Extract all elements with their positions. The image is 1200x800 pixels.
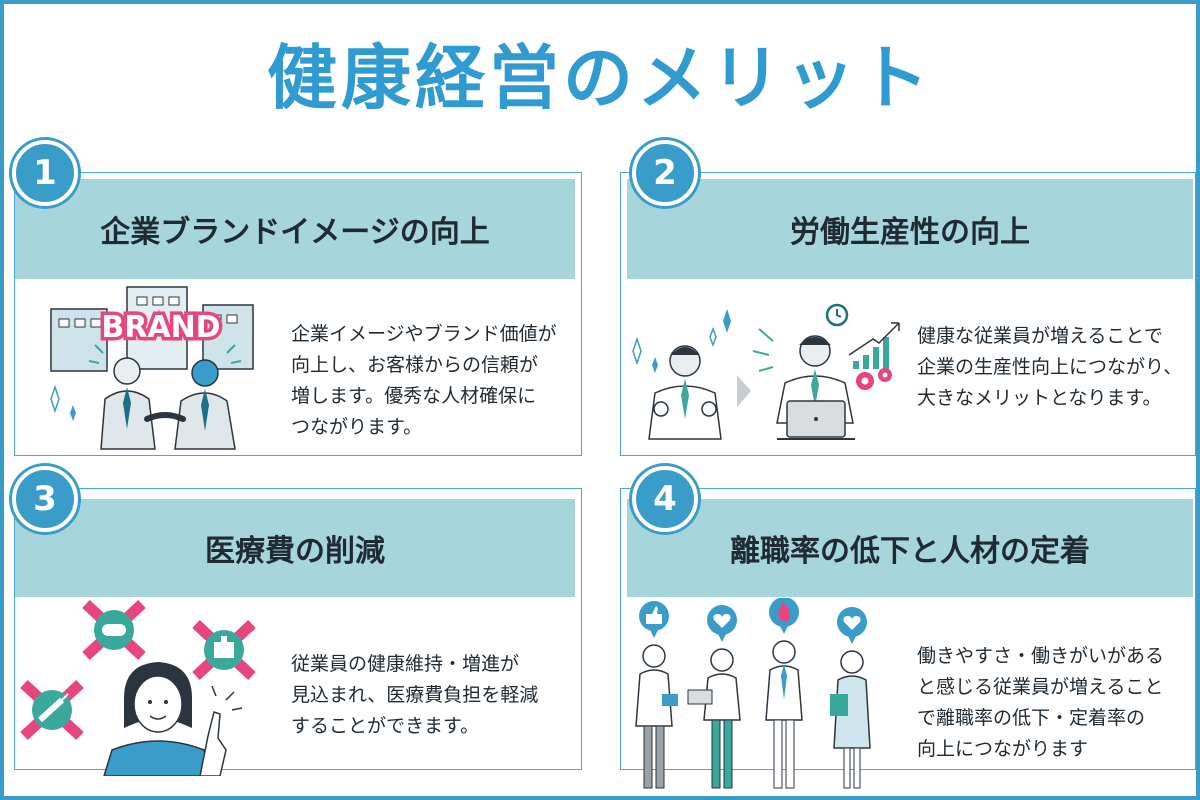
card-number-badge-3: 3 [12, 466, 78, 532]
card-description: 健康な従業員が増えることで 企業の生産性向上につながり、 大きなメリットとなりま… [917, 325, 1183, 409]
card-description: 企業イメージやブランド価値が 向上し、お客様からの信頼が 増します。優秀な人材確… [291, 323, 557, 438]
productivity-illustration [632, 303, 900, 440]
fire-icon [769, 598, 799, 634]
merit-card-1: 企業ブランドイメージの向上 企業イメージやブランド価値が 向上し、お客様からの信… [14, 172, 582, 456]
card-header: 医療費の削減 [15, 499, 575, 597]
thumbs-up-icon [639, 601, 669, 638]
card-heading: 労働生産性の向上 [790, 215, 1030, 250]
svg-text:BRAND: BRAND [101, 310, 220, 345]
card-number-badge-2: 2 [632, 140, 698, 206]
employee-retention-illustration [635, 598, 871, 789]
arrow-right-icon [737, 375, 751, 407]
syringe-icon [20, 679, 84, 741]
card-number-badge-4: 4 [632, 466, 698, 532]
medical-cost-illustration [20, 600, 256, 776]
pill-icon [82, 600, 146, 661]
card-header: 企業ブランドイメージの向上 [15, 179, 575, 279]
brand-text-graphic: BRAND [98, 307, 224, 349]
card-header: 労働生産性の向上 [627, 179, 1193, 279]
card-description: 従業員の健康維持・増進が 見込まれ、医療費負担を軽減 することができます。 [291, 653, 539, 737]
heart-icon [707, 605, 737, 642]
heart-icon [837, 607, 867, 644]
hospital-icon [192, 619, 256, 681]
card-heading: 企業ブランドイメージの向上 [100, 215, 490, 250]
card-number-badge-1: 1 [12, 140, 78, 206]
card-heading: 医療費の削減 [205, 534, 385, 569]
card-description: 働きやすさ・働きがいがある と感じる従業員が増えること で離職率の低下・定着率の… [917, 645, 1165, 760]
merit-card-4: 離職率の低下と人材の定着 働きやすさ・働きがいがある と感じる従業員が増えること… [620, 488, 1196, 770]
merit-card-2: 労働生産性の向上 健康な従業員が増えることで 企業の生産性向上につながり、 大き… [620, 172, 1196, 456]
card-heading: 離職率の低下と人材の定着 [730, 534, 1090, 569]
brand-handshake-illustration: BRAND [50, 286, 254, 450]
page-title: 健康経営のメリット [267, 37, 933, 119]
card-header: 離職率の低下と人材の定着 [627, 499, 1193, 597]
